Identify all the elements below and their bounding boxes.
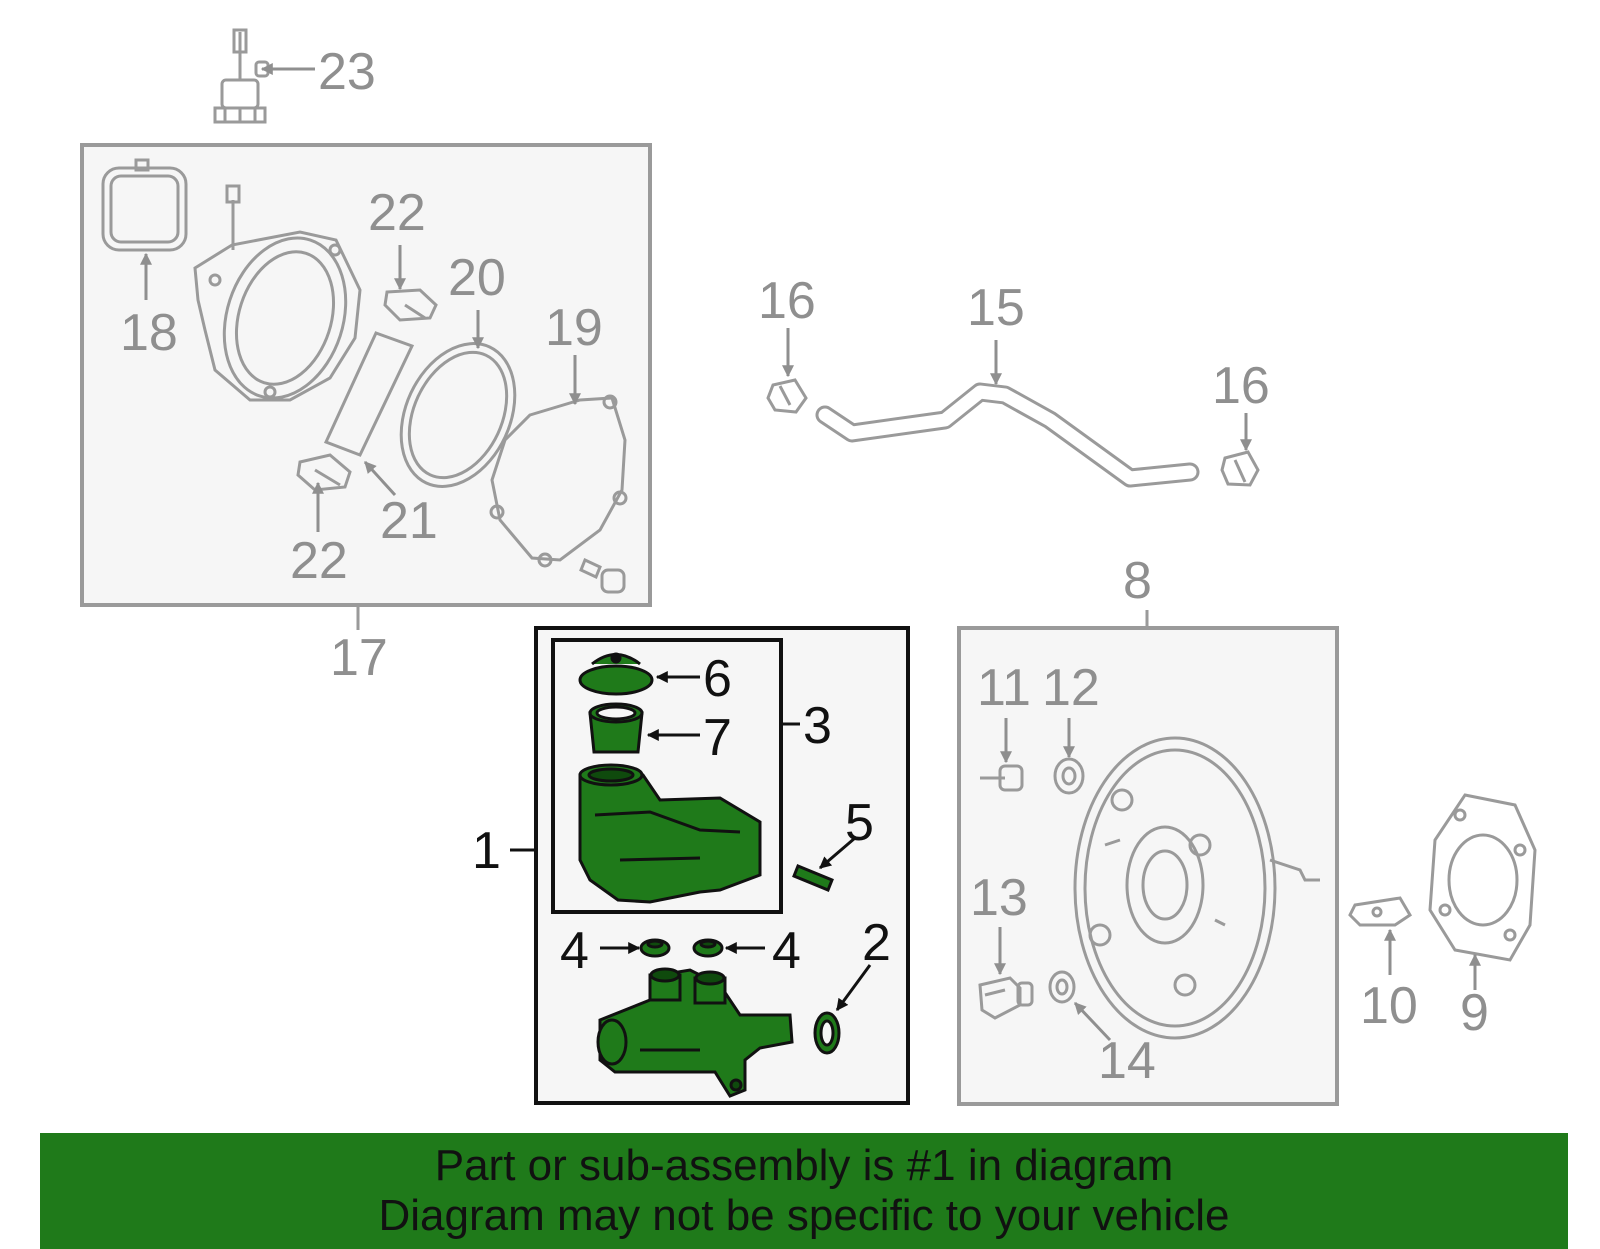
- callout-13: 13: [970, 869, 1028, 927]
- part-23-sensor: [213, 28, 270, 124]
- info-banner: Part or sub-assembly is #1 in diagram Di…: [40, 1133, 1568, 1249]
- callout-20: 20: [448, 249, 506, 307]
- callout-7: 7: [703, 709, 732, 767]
- part-4-grommet-left: [639, 938, 671, 958]
- callout-22-upper: 22: [368, 184, 426, 242]
- part-19-cover: [489, 394, 628, 568]
- part-16-clamp-right: [1220, 450, 1260, 487]
- part-20-o-ring: [399, 342, 517, 488]
- callout-4-left: 4: [560, 922, 589, 980]
- part-11-check-valve: [980, 764, 1024, 792]
- callout-1: 1: [472, 822, 501, 880]
- callout-2: 2: [862, 914, 891, 972]
- leader-lines-dark: [600, 671, 872, 1011]
- callout-8: 8: [1123, 552, 1152, 610]
- callout-12: 12: [1042, 659, 1100, 717]
- part-1-master-cylinder: [596, 967, 794, 1098]
- banner-line-1: Part or sub-assembly is #1 in diagram: [434, 1141, 1174, 1190]
- banner-background: [40, 1133, 1568, 1249]
- callout-14: 14: [1098, 1032, 1156, 1090]
- part-10-bracket: [1348, 896, 1413, 927]
- part-6-reservoir-cap: [578, 652, 654, 696]
- part-21-vane: [323, 331, 415, 457]
- brake-booster-body: [1073, 736, 1320, 1040]
- bolt-icon: [579, 557, 626, 594]
- callout-19: 19: [545, 299, 603, 357]
- part-17-pump-housing: [193, 184, 362, 402]
- callout-6: 6: [703, 650, 732, 708]
- leader-lines-grey: [140, 63, 1481, 1042]
- part-22-clip-lower: [296, 453, 352, 492]
- callout-15: 15: [967, 279, 1025, 337]
- part-14-grommet: [1048, 970, 1076, 1004]
- part-16-clamp-left: [766, 378, 808, 414]
- part-12-grommet: [1053, 757, 1085, 795]
- part-2-seal-ring: [813, 1011, 841, 1055]
- part-18-gasket: [101, 158, 188, 252]
- callout-16-left: 16: [758, 272, 816, 330]
- part-4-grommet-right: [692, 938, 724, 958]
- callout-23: 23: [318, 43, 376, 101]
- group-box-17: [80, 143, 652, 607]
- callout-4-right: 4: [772, 922, 801, 980]
- callout-3: 3: [803, 697, 832, 755]
- callout-17: 17: [330, 629, 388, 687]
- group-box-3: [551, 638, 783, 914]
- callout-18: 18: [120, 304, 178, 362]
- banner-line-2: Diagram may not be specific to your vehi…: [378, 1191, 1230, 1240]
- callout-16-right: 16: [1212, 357, 1270, 415]
- callout-21: 21: [380, 492, 438, 550]
- part-3-reservoir: [578, 763, 762, 904]
- part-5-pin: [792, 864, 834, 892]
- callout-9: 9: [1460, 984, 1489, 1042]
- callout-10: 10: [1360, 977, 1418, 1035]
- part-9-gasket: [1428, 793, 1537, 962]
- callout-11: 11: [977, 659, 1031, 717]
- part-7-strainer: [588, 702, 644, 754]
- callout-5: 5: [845, 794, 874, 852]
- callout-22-lower: 22: [290, 532, 348, 590]
- part-13-sensor: [978, 976, 1034, 1020]
- part-22-clip-upper: [383, 288, 438, 322]
